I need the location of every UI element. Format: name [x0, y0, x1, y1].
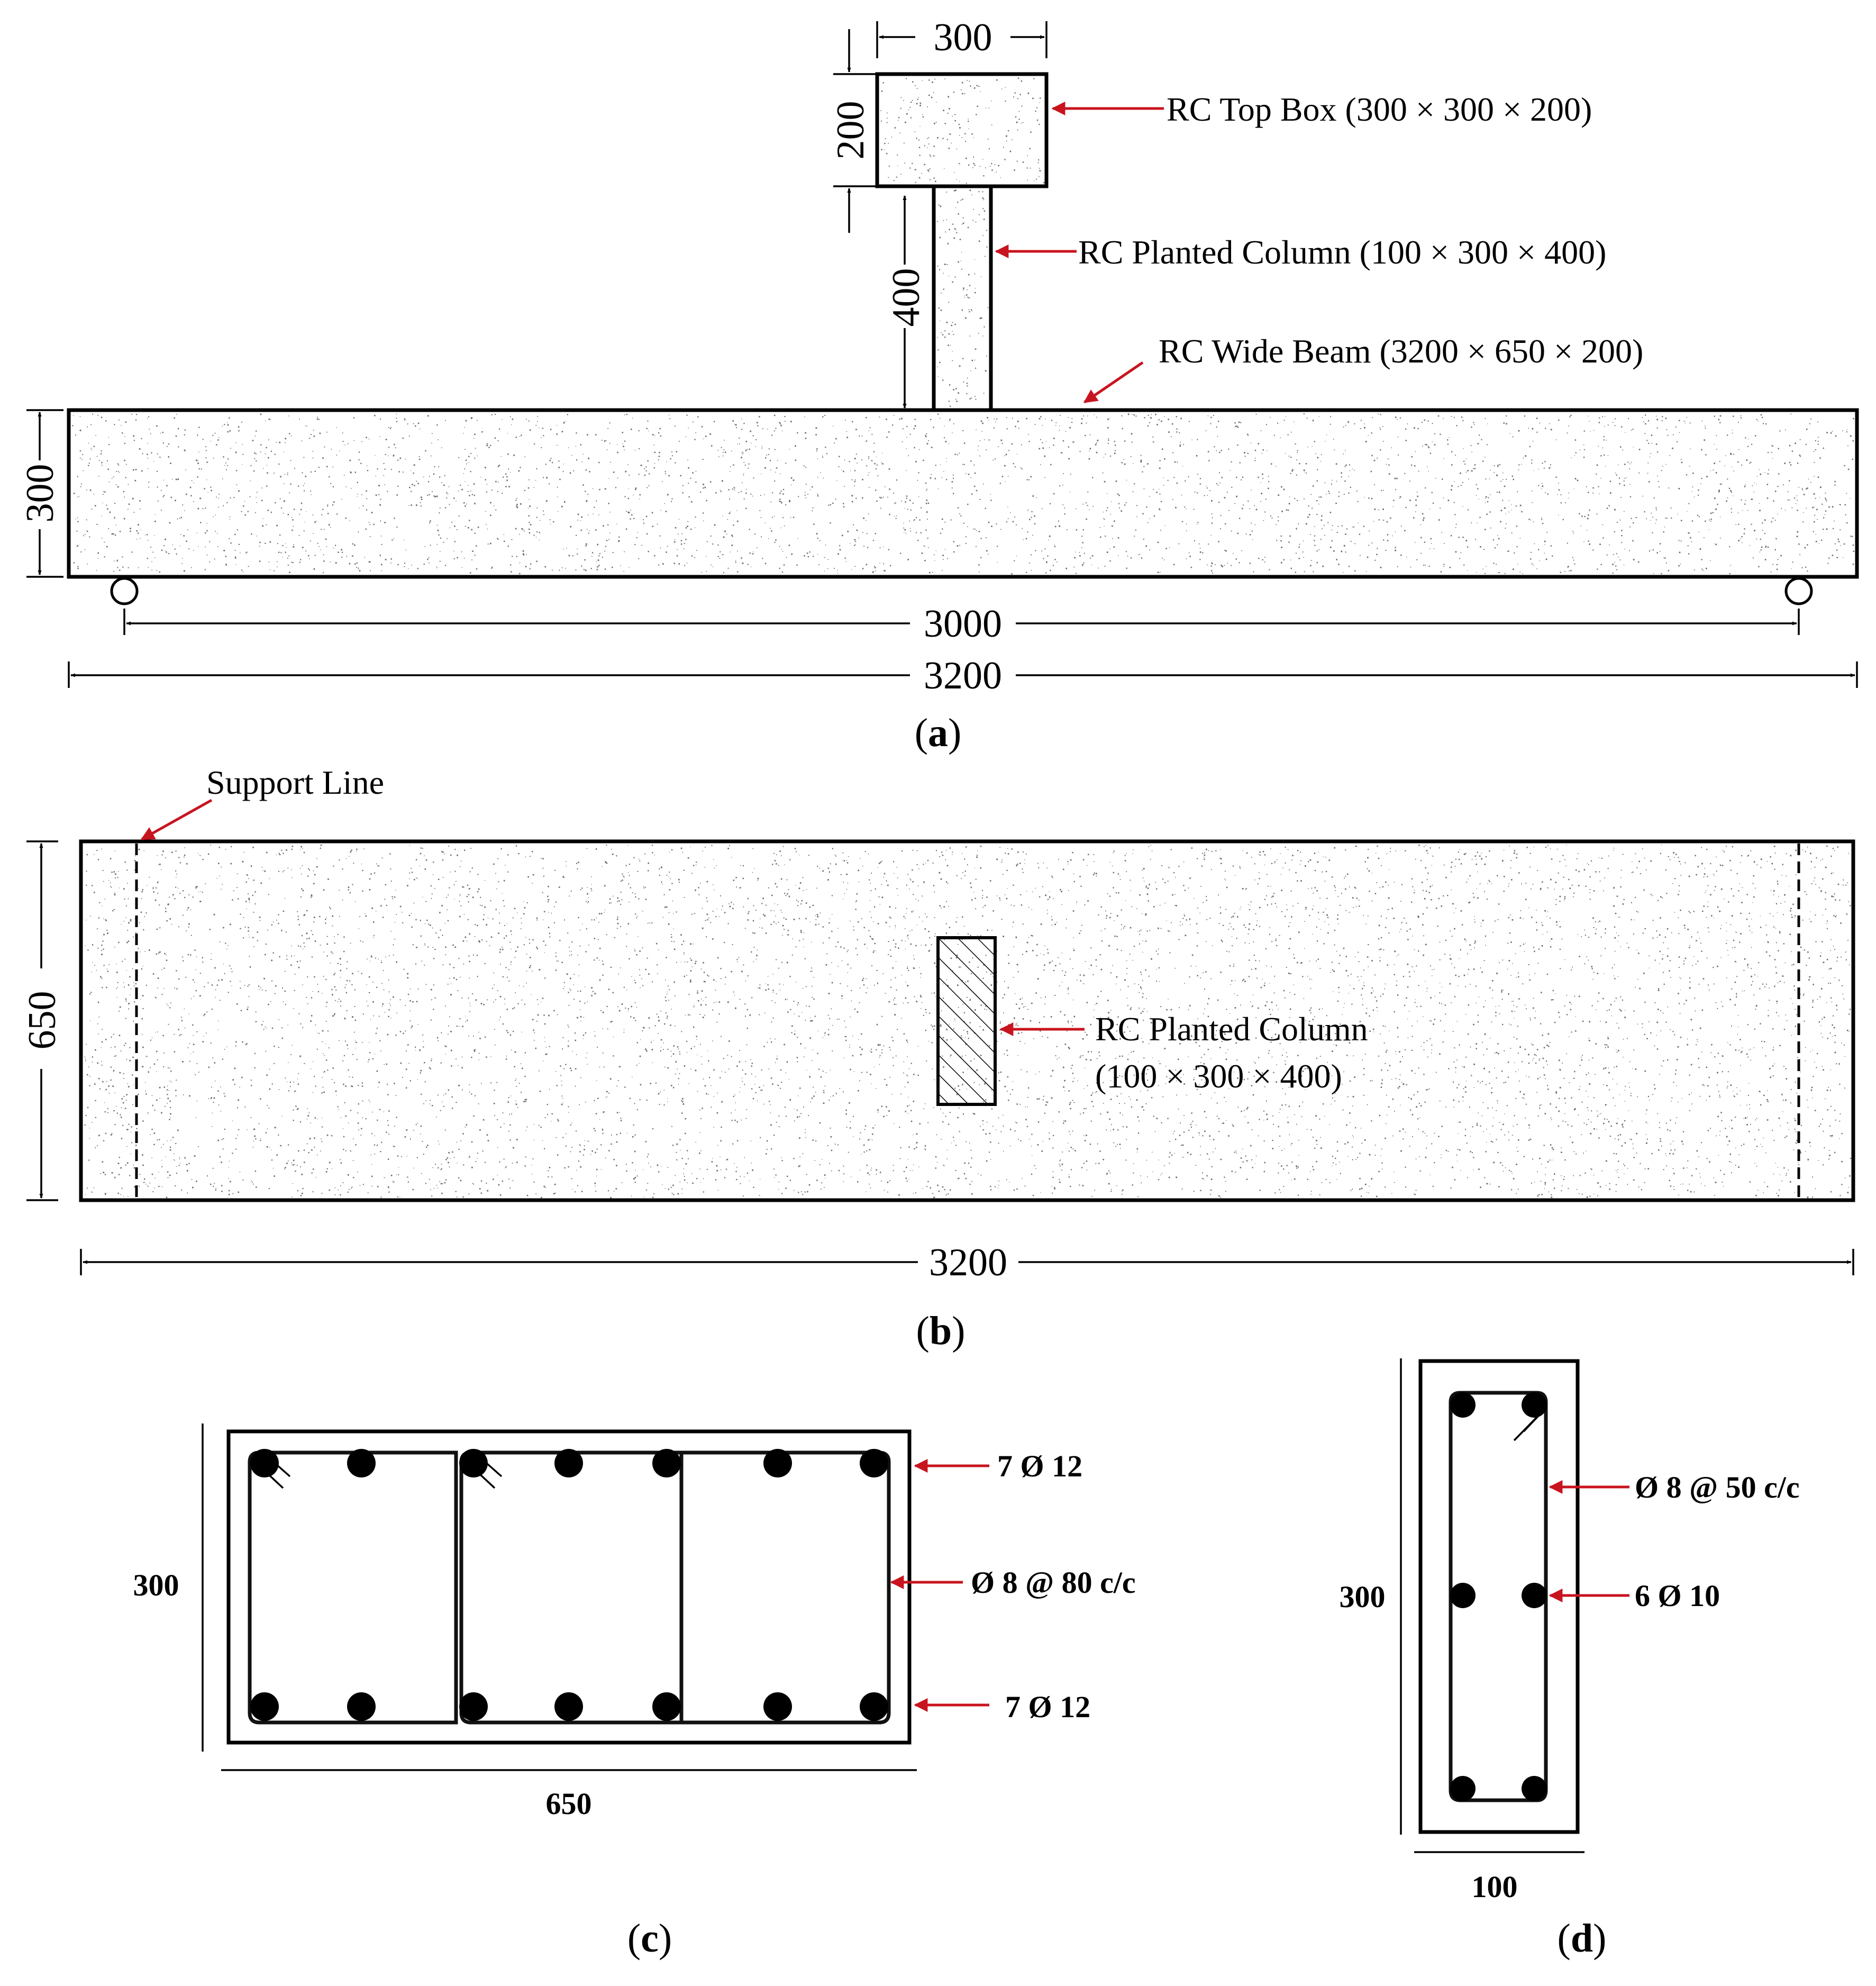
stirrup-left	[248, 1450, 458, 1725]
caption-b: (b)	[916, 1309, 966, 1353]
caption-d: (d)	[1558, 1916, 1607, 1961]
wide-beam-elevation	[69, 410, 1857, 577]
bottom-bars	[250, 1692, 888, 1721]
top-bar	[652, 1449, 681, 1477]
stirrup-right	[679, 1450, 891, 1725]
plan-column-label-line1: RC Planted Column	[1095, 1010, 1368, 1048]
panel-d-column-section: Ø 8 @ 50 c/c 6 Ø 10 300 100 (d)	[1340, 1358, 1800, 1961]
dim-plan-width: 650	[21, 991, 64, 1050]
support-line-leader	[140, 799, 213, 841]
stirrups-label-c: Ø 8 @ 80 c/c	[971, 1565, 1136, 1600]
bottom-bar	[763, 1692, 792, 1721]
left-roller-support	[110, 577, 139, 605]
column-bar	[1450, 1583, 1476, 1608]
caption-c: (c)	[627, 1916, 672, 1961]
top-bar	[459, 1449, 488, 1477]
planted-column-elevation	[934, 186, 991, 410]
caption-a: (a)	[915, 711, 962, 755]
stirrup-middle	[459, 1450, 684, 1725]
bottom-bar	[554, 1692, 583, 1721]
dim-section-height-c: 300	[133, 1568, 179, 1602]
bottom-bar	[347, 1692, 376, 1721]
bottom-bar	[652, 1692, 681, 1721]
bottom-bar	[860, 1692, 888, 1721]
top-box-outline	[875, 72, 1049, 188]
dim-box-height: 200	[829, 101, 872, 160]
column-bar	[1450, 1392, 1476, 1418]
top-bar	[250, 1449, 279, 1477]
dim-length-a: 3200	[924, 654, 1002, 697]
top-bars-label: 7 Ø 12	[997, 1449, 1082, 1483]
support-line-label: Support Line	[206, 764, 384, 801]
top-bar	[763, 1449, 792, 1477]
top-box-label: RC Top Box (300 × 300 × 200)	[1167, 90, 1592, 128]
beam-section-outline	[226, 1429, 912, 1745]
right-roller-support	[1784, 577, 1813, 605]
top-bar	[347, 1449, 376, 1477]
stirrups-label-d: Ø 8 @ 50 c/c	[1635, 1470, 1800, 1504]
dim-section-height-d: 300	[1340, 1580, 1386, 1614]
dim-section-width-c: 650	[546, 1787, 592, 1821]
top-bar	[860, 1449, 888, 1477]
wide-beam-leader	[1083, 361, 1144, 404]
dim-section-width-d: 100	[1472, 1870, 1518, 1904]
dim-column-height: 400	[885, 268, 928, 327]
planted-column-label: RC Planted Column (100 × 300 × 400)	[1078, 233, 1606, 271]
dim-length-b: 3200	[929, 1241, 1007, 1284]
column-bar	[1522, 1583, 1547, 1608]
panel-b-plan: Support Line RC Planted Column (100 × 30…	[21, 764, 1855, 1353]
dim-span: 3000	[924, 602, 1002, 646]
plan-column-label-line2: (100 × 300 × 400)	[1095, 1057, 1342, 1095]
column-bar	[1522, 1776, 1547, 1801]
bottom-bar	[250, 1692, 279, 1721]
bottom-bars-label: 7 Ø 12	[1005, 1690, 1090, 1724]
top-box-elevation	[877, 74, 1046, 186]
bottom-bar	[459, 1692, 488, 1721]
planted-column-plan	[936, 936, 997, 1106]
top-bars	[250, 1449, 888, 1477]
panel-c-beam-section: 7 Ø 12 Ø 8 @ 80 c/c 7 Ø 12 300 650 (c)	[133, 1423, 1136, 1961]
wide-beam-label: RC Wide Beam (3200 × 650 × 200)	[1159, 332, 1643, 370]
column-bar	[1450, 1776, 1476, 1801]
dim-box-width: 300	[934, 16, 992, 59]
panel-a-elevation: 300 200 400 300 3000 3200 RC Top Box (30…	[19, 16, 1859, 755]
top-bar	[554, 1449, 583, 1477]
column-bar	[1522, 1392, 1547, 1418]
wide-beam-plan-outline	[79, 839, 1855, 1202]
dim-beam-depth: 300	[19, 464, 62, 523]
column-bars-label: 6 Ø 10	[1635, 1579, 1720, 1613]
